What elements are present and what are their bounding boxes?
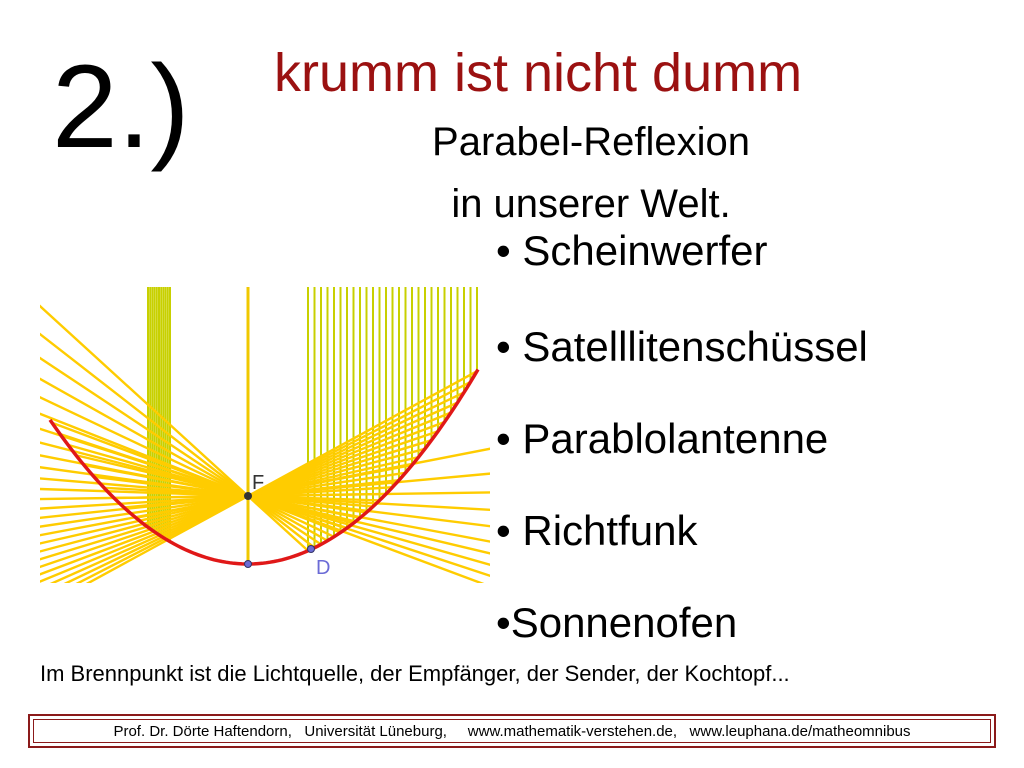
reflected-ray — [40, 455, 419, 545]
reflected-ray — [103, 486, 490, 512]
focus-rays — [40, 304, 490, 583]
parabola-curve — [48, 368, 480, 566]
reflected-ray — [40, 447, 426, 553]
reflected-ray — [40, 430, 439, 569]
reflected-ray — [40, 487, 380, 502]
reflected-ray — [40, 478, 400, 520]
reflected-ray — [40, 439, 432, 561]
subtitle-line-1: Parabel-Reflexion — [432, 120, 750, 164]
slide-title: krumm ist nicht dumm — [274, 43, 803, 103]
reflected-ray — [67, 443, 490, 566]
point-d — [307, 545, 315, 553]
reflected-ray — [75, 454, 490, 555]
reflected-ray — [40, 463, 413, 537]
list-item: • Parablolantenne — [496, 415, 829, 462]
reflected-ray — [40, 471, 406, 528]
focus-point — [244, 492, 252, 500]
reflected-ray — [40, 420, 445, 576]
footer-text: Prof. Dr. Dörte Haftendorn, Universität … — [33, 719, 991, 743]
reflected-ray — [40, 454, 361, 520]
caption: Im Brennpunkt ist die Lichtquelle, der E… — [40, 661, 790, 686]
focus-label: F — [252, 472, 264, 494]
reflected-ray — [40, 492, 387, 501]
slide-number: 2.) — [52, 41, 190, 173]
vertex-point — [244, 560, 252, 568]
list-item: • Scheinwerfer — [496, 227, 768, 274]
subtitle-line-2: in unserer Welt. — [451, 182, 731, 226]
reflected-ray — [40, 486, 393, 510]
point-d-label: D — [316, 557, 330, 579]
reflected-ray — [40, 477, 374, 508]
reflected-ray — [40, 441, 354, 525]
list-item: •Sonnenofen — [496, 599, 738, 646]
list-item: • Richtfunk — [496, 507, 698, 554]
footer-box: Prof. Dr. Dörte Haftendorn, Universität … — [28, 714, 996, 748]
parabola-reflection-diagram: F D — [40, 287, 490, 583]
reflected-ray — [40, 466, 367, 514]
list-item: • Satelllitenschüssel — [496, 323, 868, 370]
